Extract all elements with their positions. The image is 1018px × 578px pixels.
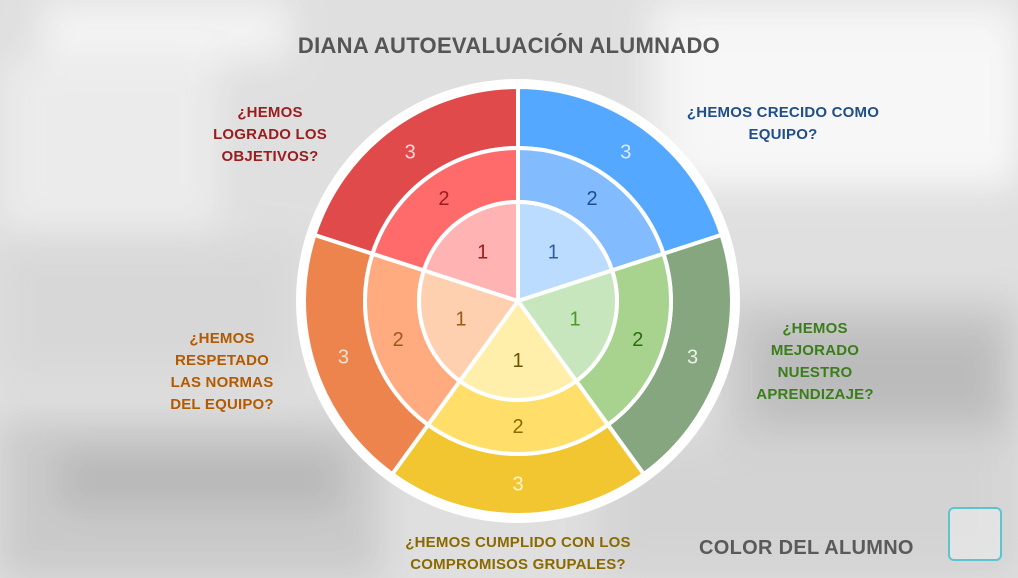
segment-compromisos-number-1: 1 (512, 350, 523, 372)
segment-aprendizaje-number-1: 1 (570, 309, 581, 331)
segment-normas-level-1 (417, 268, 520, 384)
question-objetivos: ¿HEMOS LOGRADO LOS OBJETIVOS? (213, 104, 327, 165)
question-aprendizaje: ¿HEMOS MEJORADO NUESTRO APRENDIZAJE? (756, 320, 874, 403)
question-equipo: ¿HEMOS CRECIDO COMO EQUIPO? (686, 104, 880, 143)
segment-objetivos-number-2: 2 (438, 188, 449, 210)
segment-compromisos-number-2: 2 (512, 416, 523, 438)
page-title: DIANA AUTOEVALUACIÓN ALUMNADO (297, 33, 721, 58)
segment-equipo-number-2: 2 (586, 188, 597, 210)
student-color-box[interactable] (948, 507, 1002, 561)
segment-compromisos-level-1 (457, 299, 579, 402)
segment-objetivos-number-3: 3 (405, 142, 416, 164)
segment-aprendizaje-level-1 (516, 268, 619, 384)
segment-objetivos-level-1 (421, 200, 520, 303)
segment-equipo-number-1: 1 (548, 241, 559, 263)
segment-objetivos-number-1: 1 (477, 241, 488, 263)
segment-aprendizaje-number-3: 3 (687, 347, 698, 369)
student-color-label: COLOR DEL ALUMNO (699, 537, 914, 559)
segment-normas-number-1: 1 (455, 309, 466, 331)
segment-equipo-number-3: 3 (620, 142, 631, 164)
segment-normas-number-3: 3 (338, 347, 349, 369)
segment-compromisos-number-3: 3 (512, 474, 523, 496)
segment-aprendizaje-number-2: 2 (632, 329, 643, 351)
question-normas: ¿HEMOS RESPETADO LAS NORMAS DEL EQUIPO? (170, 330, 274, 413)
segment-normas-number-2: 2 (393, 329, 404, 351)
question-compromisos: ¿HEMOS CUMPLIDO CON LOS COMPROMISOS GRUP… (405, 534, 631, 573)
